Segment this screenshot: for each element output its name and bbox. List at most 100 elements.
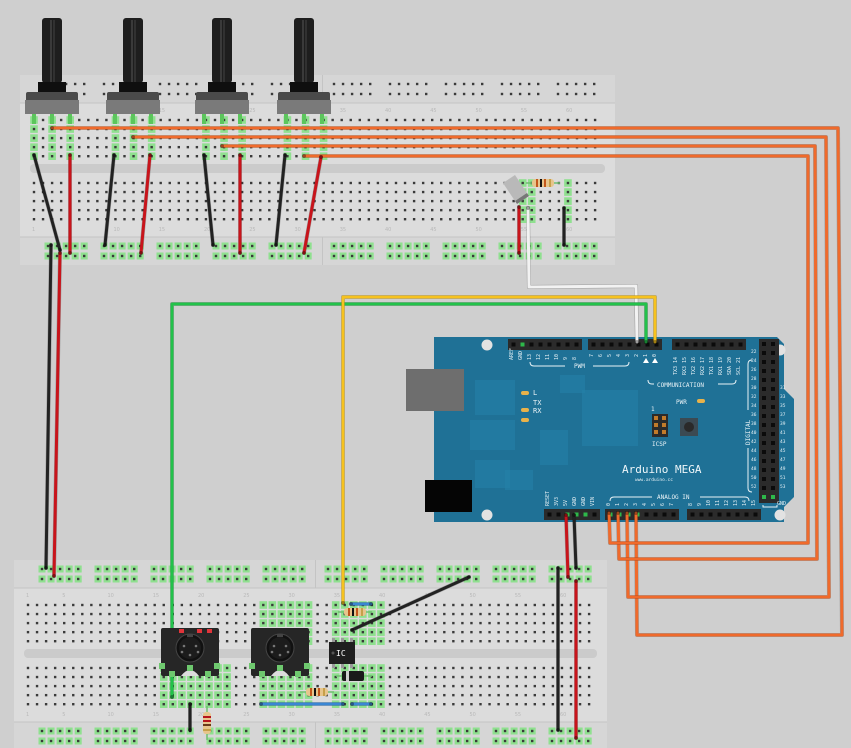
header-pin[interactable] [771,396,775,400]
pot-shaft[interactable] [294,18,314,83]
header-pin[interactable] [771,369,775,373]
wire-core[interactable] [139,153,152,255]
wire-core[interactable] [341,295,657,605]
header-pin[interactable] [771,450,775,454]
diode-body[interactable] [342,671,364,681]
sensor-body[interactable] [503,175,527,201]
header-pin[interactable] [644,512,649,517]
header-pin[interactable] [762,441,766,445]
pot-shaft[interactable] [123,18,143,83]
header-pin[interactable] [762,423,766,427]
wire-core[interactable] [52,251,62,578]
header-pin[interactable] [675,342,680,347]
header-pin[interactable] [645,342,650,347]
header-pin[interactable] [744,512,749,517]
header-pin[interactable] [662,512,667,517]
wire-core[interactable] [44,243,53,570]
header-pin[interactable] [762,495,766,499]
header-pin[interactable] [591,342,596,347]
header-pin[interactable] [547,512,552,517]
header-pin[interactable] [762,486,766,490]
header-pin[interactable] [538,342,543,347]
header-pin[interactable] [762,450,766,454]
header-pin[interactable] [762,360,766,364]
wire-core[interactable] [131,135,831,599]
wire-core[interactable] [302,154,810,545]
header-pin[interactable] [771,477,775,481]
header-pin[interactable] [762,414,766,418]
header-pin[interactable] [771,342,775,346]
header-pin[interactable] [762,468,766,472]
header-pin[interactable] [771,351,775,355]
header-pin[interactable] [702,342,707,347]
wire-core[interactable] [564,513,570,579]
header-pin[interactable] [574,342,579,347]
header-pin[interactable] [762,477,766,481]
header-pin[interactable] [711,342,716,347]
header-pin[interactable] [556,342,561,347]
header-pin[interactable] [592,512,597,517]
wire-core[interactable] [202,153,215,247]
wire-core[interactable] [103,153,116,247]
header-pin[interactable] [762,369,766,373]
header-pin[interactable] [771,432,775,436]
header-pin[interactable] [609,342,614,347]
wire-core[interactable] [526,206,639,344]
header-pin[interactable] [771,468,775,472]
header-pin[interactable] [636,342,641,347]
header-pin[interactable] [771,495,775,499]
header-pin[interactable] [762,351,766,355]
header-pin[interactable] [729,342,734,347]
header-pin[interactable] [771,486,775,490]
header-pin[interactable] [653,512,658,517]
header-pin[interactable] [654,342,659,347]
wire-core[interactable] [572,513,578,570]
header-pin[interactable] [720,342,725,347]
header-pin[interactable] [738,342,743,347]
header-pin[interactable] [693,342,698,347]
header-pin[interactable] [753,512,758,517]
header-pin[interactable] [618,342,623,347]
header-pin[interactable] [762,342,766,346]
header-pin[interactable] [771,459,775,463]
wire-core[interactable] [170,302,648,699]
header-pin[interactable] [762,432,766,436]
header-pin[interactable] [565,512,570,517]
header-pin[interactable] [762,378,766,382]
header-pin[interactable] [565,342,570,347]
header-pin[interactable] [771,441,775,445]
header-pin[interactable] [762,405,766,409]
header-pin[interactable] [699,512,704,517]
header-pin[interactable] [771,405,775,409]
header-pin[interactable] [574,512,579,517]
ic-body[interactable] [329,642,355,664]
reset-button-cap[interactable] [684,422,694,432]
pot-shaft[interactable] [42,18,62,83]
header-pin[interactable] [771,423,775,427]
header-pin[interactable] [717,512,722,517]
header-pin[interactable] [627,342,632,347]
header-pin[interactable] [671,512,676,517]
header-pin[interactable] [529,342,534,347]
header-pin[interactable] [511,342,516,347]
header-pin[interactable] [771,414,775,418]
header-pin[interactable] [726,512,731,517]
header-pin[interactable] [771,378,775,382]
wire-core[interactable] [32,153,62,252]
header-pin[interactable] [684,342,689,347]
header-pin[interactable] [708,512,713,517]
header-pin[interactable] [547,342,552,347]
wire-core[interactable] [302,155,323,255]
header-pin[interactable] [583,512,588,517]
header-pin[interactable] [690,512,695,517]
header-pin[interactable] [735,512,740,517]
header-pin[interactable] [762,396,766,400]
header-pin[interactable] [771,360,775,364]
wire-core[interactable] [350,575,471,632]
wire-core[interactable] [50,126,844,637]
header-pin[interactable] [556,512,561,517]
wire-core[interactable] [274,153,287,247]
header-pin[interactable] [520,342,525,347]
pot-shaft[interactable] [212,18,232,83]
header-pin[interactable] [600,342,605,347]
